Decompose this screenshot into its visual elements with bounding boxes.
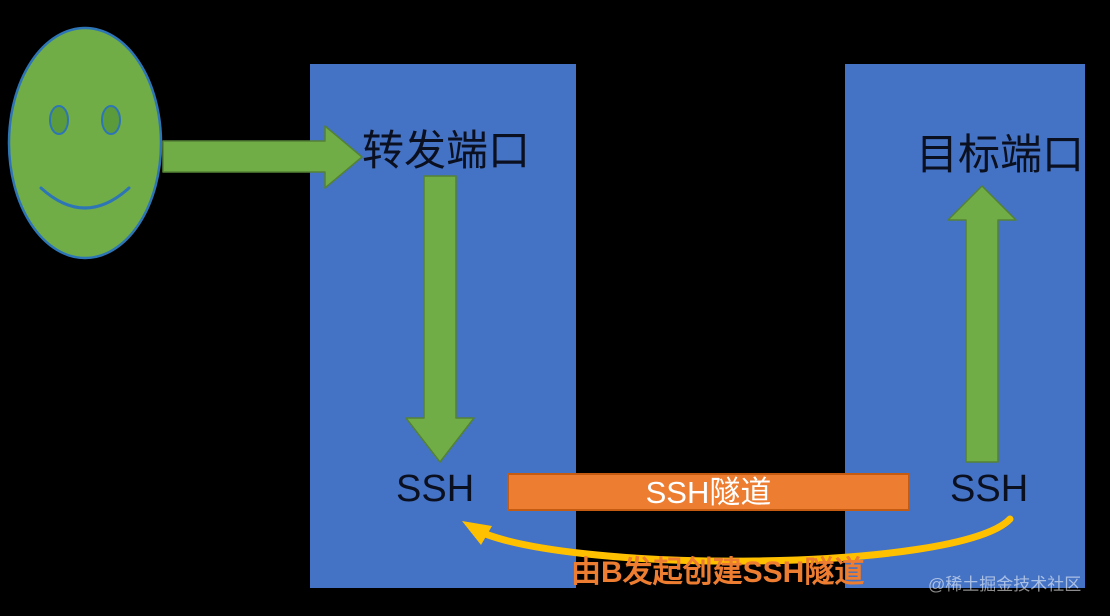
smiley-face-icon (7, 26, 163, 260)
label-ssh-left: SSH (396, 468, 475, 510)
label-target-port: 目标端口 (916, 131, 1085, 178)
label-ssh-right: SSH (950, 468, 1029, 510)
tunnel-initiation-caption: 由B发起创建SSH隧道 (571, 556, 865, 589)
label-forward-port: 转发端口 (362, 127, 531, 174)
watermark: @稀土掘金技术社区 (928, 575, 1082, 594)
ssh-tunnel-bar: SSH隧道 (507, 473, 910, 511)
ssh-tunnel-bar-label: SSH隧道 (645, 474, 772, 510)
